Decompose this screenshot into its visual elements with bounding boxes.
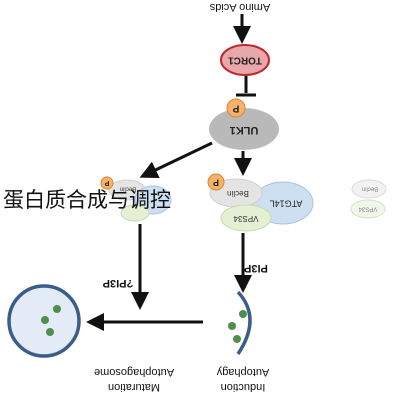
phagophore-cargo-dot: [239, 310, 247, 318]
ulk1-phospho-badge: [226, 98, 246, 118]
beclin-left-label: Beclin: [120, 185, 136, 191]
ulk1-node: [209, 108, 279, 150]
left-phospho-badge: [100, 176, 114, 190]
vps34-right-node: [350, 199, 386, 219]
phagophore: [236, 290, 252, 355]
autophagosome-maturation-line2: Maturation: [108, 381, 160, 393]
autophagosome-cargo-dot: [53, 305, 61, 313]
left-phospho-label: P: [104, 179, 109, 186]
vps34-right-label: VPS34: [358, 205, 377, 211]
beclin-right-node: [351, 179, 387, 199]
phagophore-cargo-dot: [228, 322, 236, 330]
mid-phospho-badge: [207, 173, 225, 191]
ulk1-label: ULK1: [230, 124, 259, 136]
ulk1-phospho-label: P: [232, 102, 239, 113]
pi3p-mid-label: PI3P: [244, 262, 268, 274]
autophagy-induction-line2: Induction: [221, 381, 266, 393]
atg14l-label: ATG14L: [270, 199, 303, 209]
beclin-mid-label: Beclin: [227, 189, 249, 198]
torc1-label: TORC1: [228, 54, 262, 65]
amino-acids-label: Amino Acids: [209, 1, 270, 13]
autophagy-induction-line1: Autophagy: [216, 366, 269, 378]
vps34-mid-node: [220, 204, 272, 232]
autophagosome-cargo-dot: [41, 316, 49, 324]
autophagosome-maturation-line1: Autophagosome: [94, 366, 174, 378]
vps34-mid-label: VPS34: [233, 214, 258, 223]
phagophore-cargo-dot: [233, 335, 241, 343]
vps34-left-node: [120, 204, 150, 222]
autophagosome-cargo-dot: [46, 328, 54, 336]
mid-phospho-label: P: [213, 178, 219, 188]
arrow-ulk1-to-left-complex: [139, 141, 213, 178]
beclin-right-label: Beclin: [362, 185, 378, 191]
pi3p-left-label: ?PI3P: [103, 277, 134, 289]
torc1-node: [220, 44, 270, 76]
caption-overlay: 蛋白质合成与调控: [3, 188, 171, 212]
